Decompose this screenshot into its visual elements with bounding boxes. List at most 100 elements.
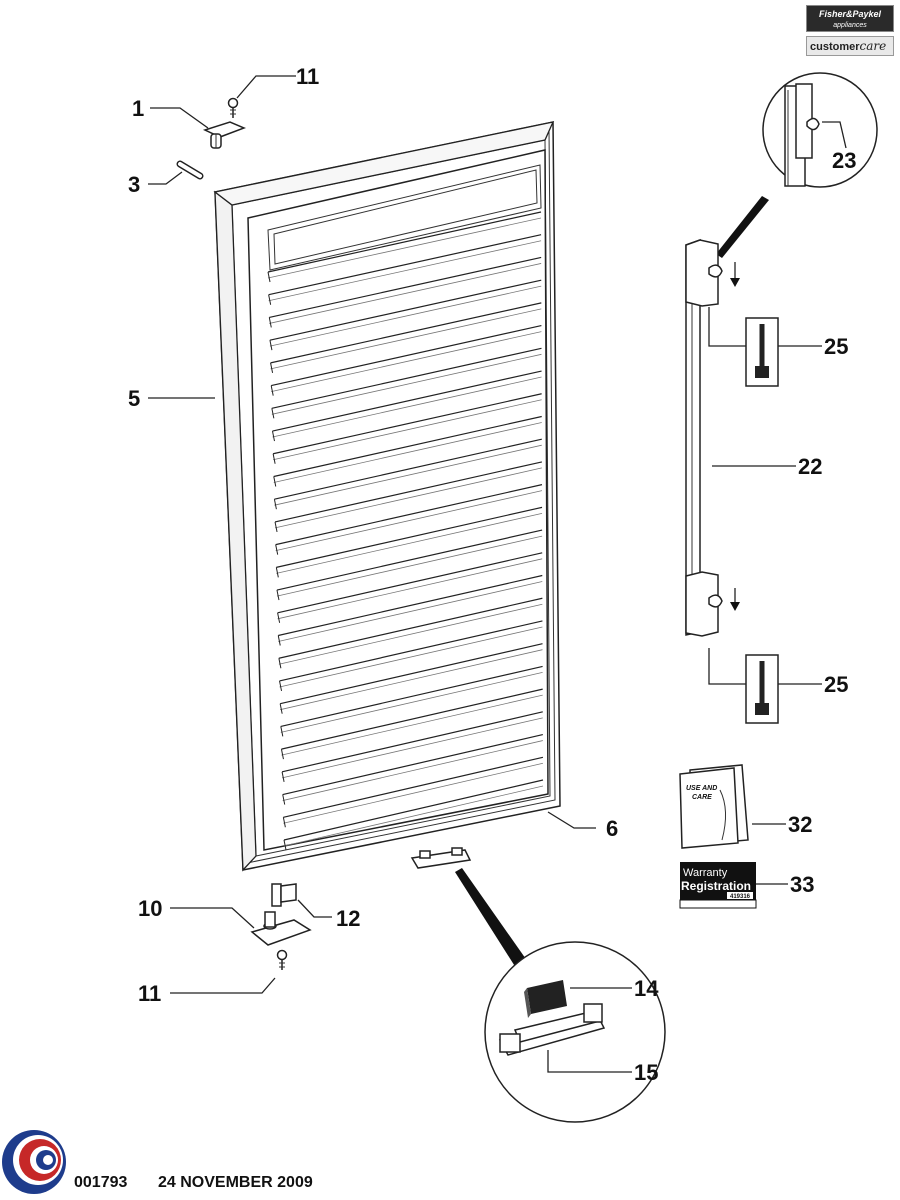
callout-11-bottom: 11 [138,981,161,1006]
shelf-rib-edge [283,756,544,818]
callout-11-top: 11 [296,64,319,89]
shelf-rib-shadow [267,217,542,279]
bottom-hinge-stop [271,883,297,907]
rubber-pad [524,980,567,1018]
shelf-rib-edge [281,688,543,750]
callout-22: 22 [798,454,822,479]
handle-arrows [730,262,740,611]
shelf-rib-shadow [268,240,542,302]
shelf-rib-end [278,658,282,669]
shelf-rib-shadow [275,490,543,552]
callout-14: 14 [634,976,659,1001]
warranty-line1: Warranty [683,867,728,879]
shelf-rib-end [272,453,276,464]
shelf-rib-shadow [273,399,542,461]
shelf-rib-shadow [282,740,543,801]
callout-3: 3 [128,172,140,197]
shelf-rib-end [280,749,284,760]
door-stop-holder [498,1003,606,1056]
bottom-screw [276,949,288,970]
shelf-rib-edge [277,552,543,614]
shelf-rib-shadow [281,717,543,779]
bottom-hinge-bracket [250,911,312,946]
door-shelf-ribs [267,211,544,851]
callout-23: 23 [832,148,856,173]
warranty-code: 419316 [730,894,751,900]
shelf-rib-end [280,726,284,737]
shelf-rib-edge [278,597,543,659]
shelf-rib-edge [283,779,544,841]
shelf-rib-edge [269,256,542,319]
brand-name: Fisher&Paykel [818,9,882,19]
shelf-rib-edge [278,574,543,637]
shelf-rib-shadow [283,762,544,824]
callout-32: 32 [788,812,812,837]
callout-25-bottom: 25 [824,672,848,697]
shelf-rib-end [271,430,275,442]
shelf-rib-edge [274,438,542,500]
manual-title-line2: CARE [692,794,712,801]
shelf-rib-edge [271,325,542,387]
shelf-rib-shadow [277,558,543,620]
brand-subline: appliances [833,22,867,29]
shelf-rib-edge [272,370,542,432]
diagram-date: 24 NOVEMBER 2009 [158,1174,313,1191]
callout-33: 33 [790,872,814,897]
handle-clip-detail [784,83,820,187]
shelf-rib-shadow [276,535,543,597]
shelf-rib-shadow [276,512,543,574]
shelf-rib-shadow [271,353,542,415]
shelf-rib-shadow [273,422,542,483]
care-label: care [859,39,887,53]
shelf-rib-edge [276,529,543,591]
callout-15: 15 [634,1060,658,1085]
top-screw [227,97,239,118]
shelf-rib-end [275,544,279,555]
shelf-rib-edge [268,234,542,296]
shelf-rib-shadow [274,444,542,506]
shelf-rib-shadow [271,331,542,392]
callout-25-top: 25 [824,334,848,359]
shelf-rib-end [269,340,273,351]
shelf-rib-edge [279,620,543,682]
shelf-rib-shadow [269,285,542,347]
customer-label: customer [810,41,860,53]
shelf-rib-shadow [278,603,543,665]
door-stop-small [410,847,472,869]
shelf-rib-end [276,589,280,601]
shelf-rib-end [267,271,271,283]
shelf-rib-edge [272,393,542,455]
use-and-care-manual: USE AND CARE [679,764,749,849]
callout-numbers: 1 11 3 5 6 10 12 11 14 15 22 23 25 25 32… [128,64,856,1085]
shelf-rib-end [277,635,281,646]
customer-care-badge: customercare [806,36,894,56]
shelf-rib-shadow [272,376,542,438]
zoom-circle-top [762,72,878,188]
shelf-rib-shadow [279,626,543,688]
shelf-rib-end [273,476,277,487]
shelf-rib-edge [276,506,543,568]
warranty-registration-card: Warranty Registration 419316 [679,862,757,909]
shelf-rib-shadow [280,649,543,711]
shelf-rib-edge [281,711,543,773]
callout-12: 12 [336,906,360,931]
warranty-line2: Registration [681,879,751,893]
shelf-rib-end [268,294,272,305]
shelf-rib-end [268,317,272,328]
shelf-rib-end [282,794,286,805]
shelf-rib-edge [275,484,543,546]
top-hinge-bracket [202,121,247,149]
diagram-reference-number: 001793 [74,1174,128,1191]
shelf-rib-edge [270,302,542,364]
door-assembly [213,121,561,872]
shelf-rib-end [271,408,275,419]
shelf-rib-shadow [280,672,543,733]
hinge-pin [176,160,204,180]
brand-logo: Fisher&Paykel appliances customercare [806,5,894,56]
shelf-rib-shadow [274,467,542,529]
callout-1: 1 [132,96,144,121]
leader-lines [148,75,847,1073]
shelf-rib-shadow [269,263,542,324]
shelf-rib-edge [274,461,543,523]
